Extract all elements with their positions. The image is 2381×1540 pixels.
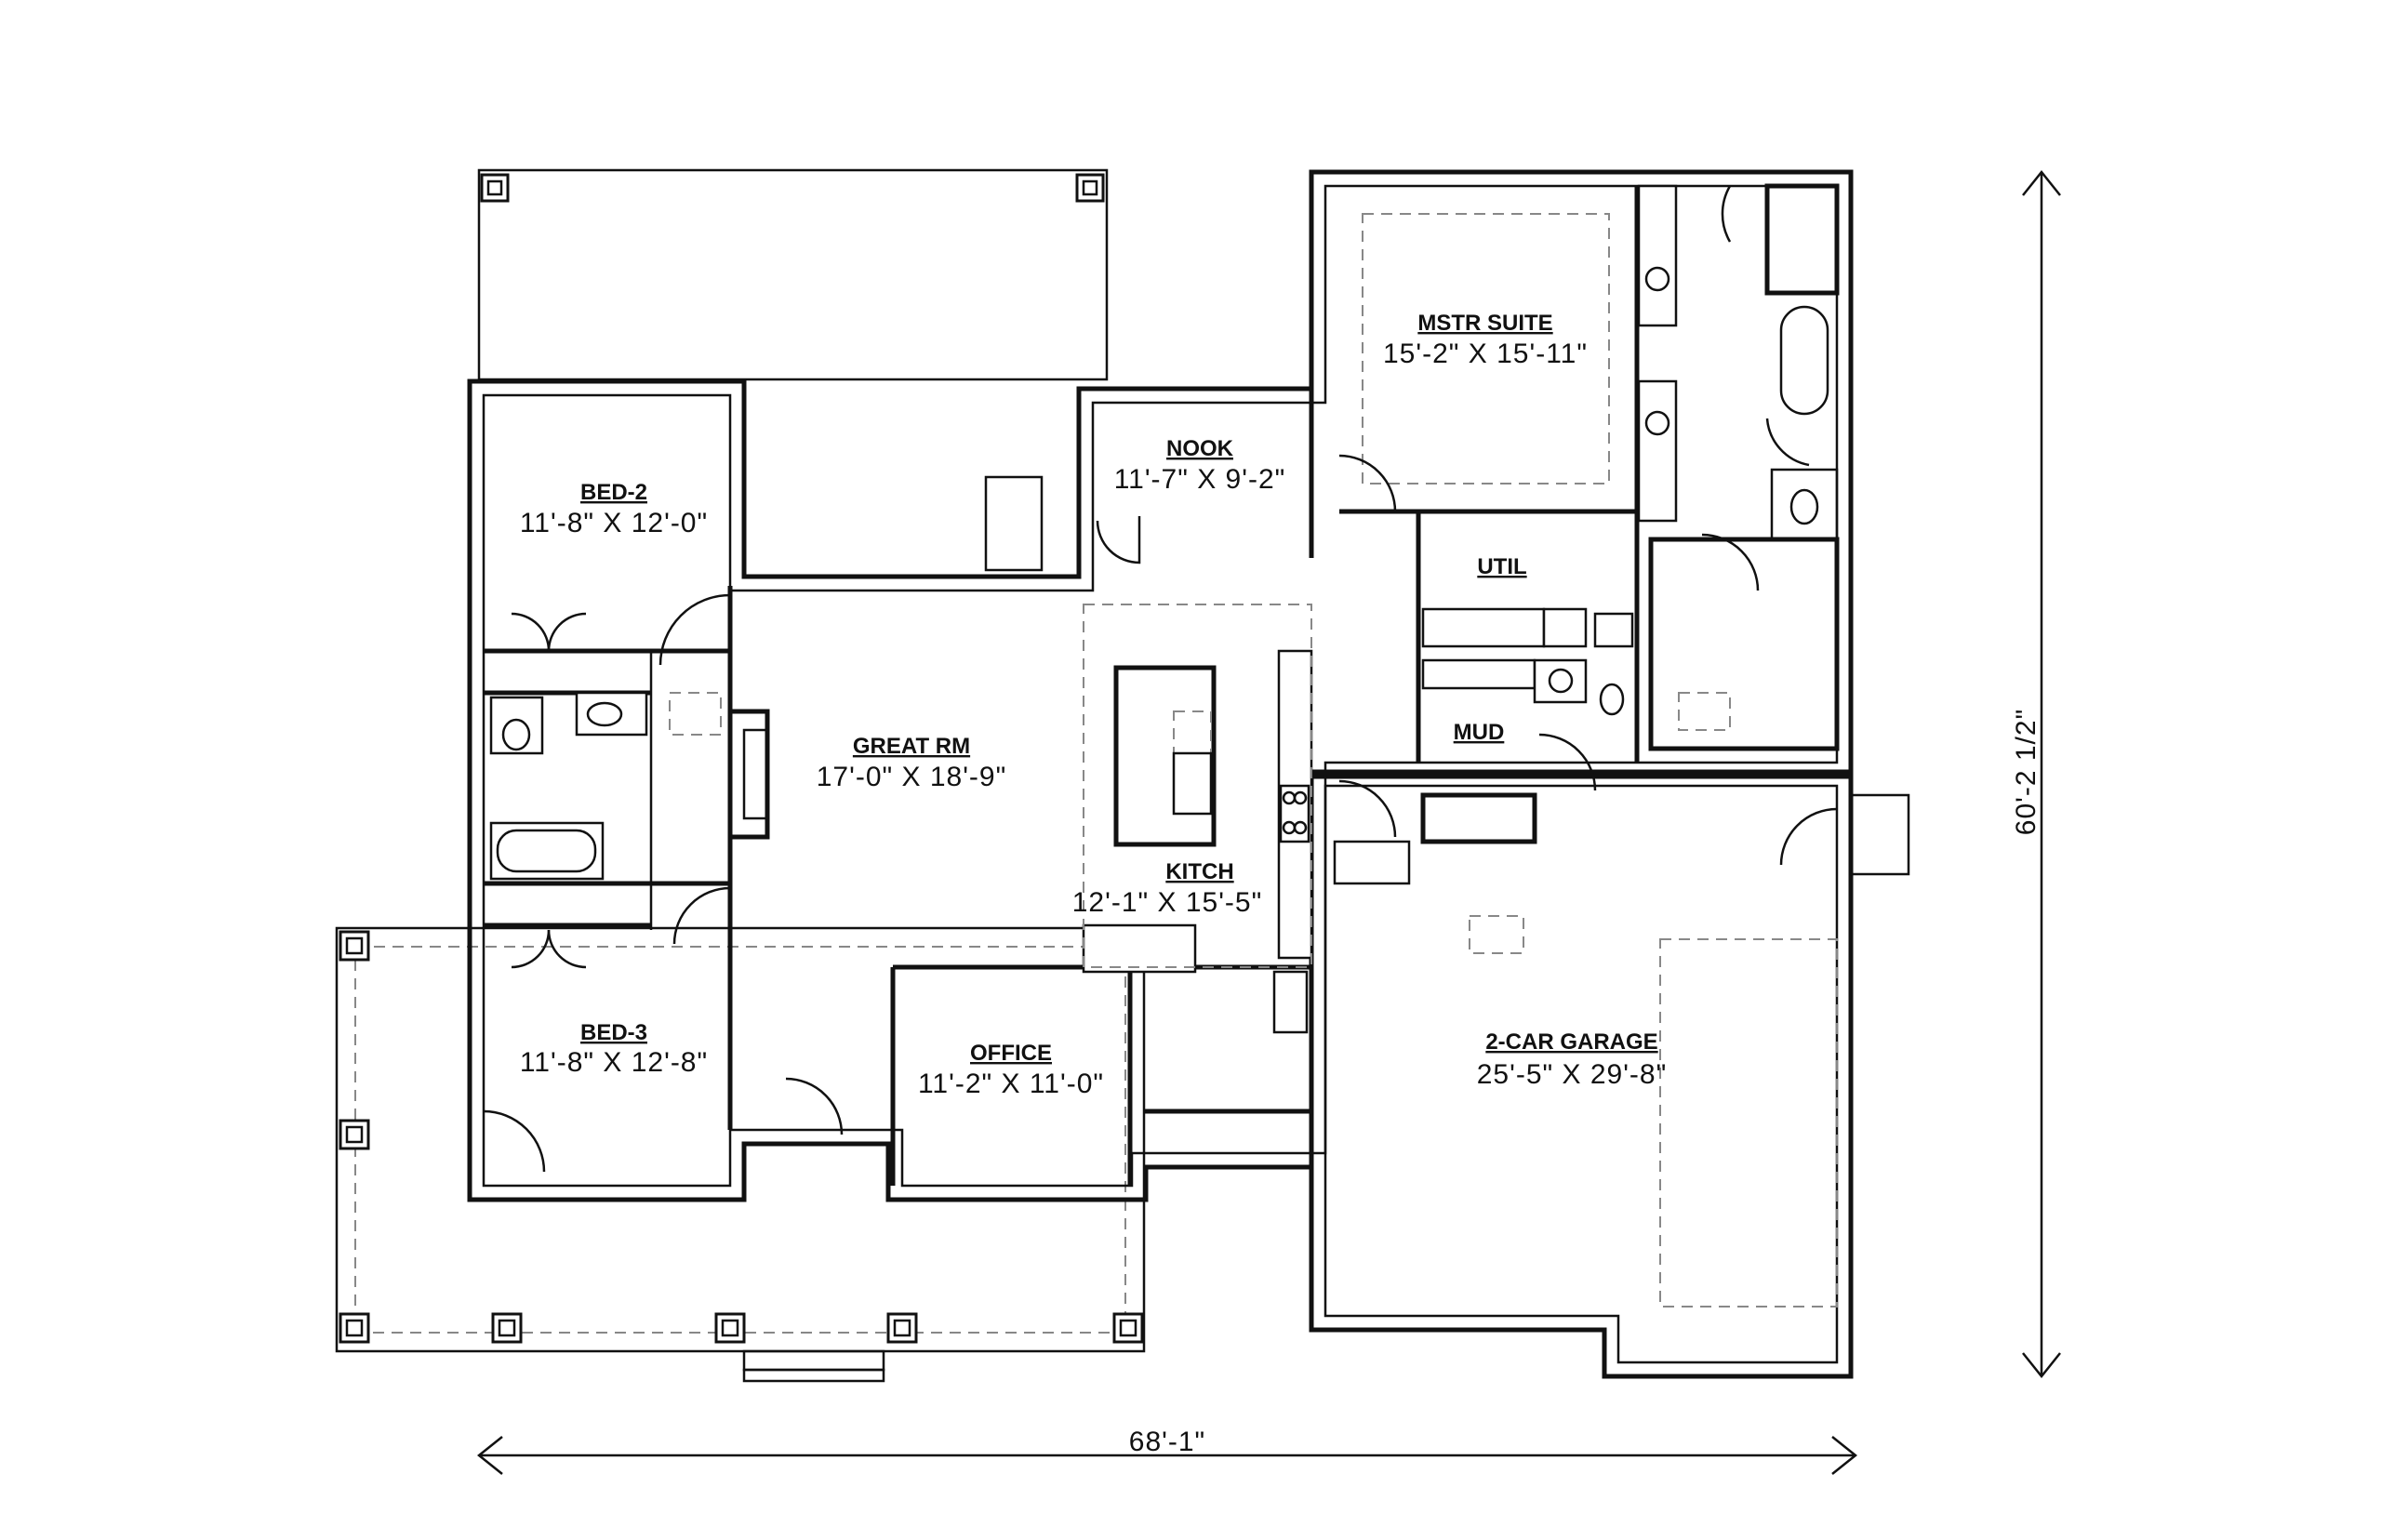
bath-fixtures <box>489 691 722 881</box>
mstr-suite-size: 15'-2" X 15'-11" <box>1383 339 1588 369</box>
front-porch <box>335 926 1146 1383</box>
nook-size: 11'-7" X 9'-2" <box>1114 464 1286 495</box>
mud-name: MUD <box>1454 720 1505 745</box>
great-room-name: GREAT RM <box>853 734 970 759</box>
great-room-size: 17'-0" X 18'-9" <box>817 762 1007 792</box>
room-labels: BED-2 11'-8" X 12'-0" BED-3 11'-8" X 12'… <box>520 311 1668 1099</box>
kitch-name: KITCH <box>1165 859 1233 884</box>
util-name: UTIL <box>1477 554 1526 579</box>
bed2-size: 11'-8" X 12'-0" <box>520 508 708 538</box>
width-dimension: 68'-1" <box>476 1427 1858 1475</box>
bed3-name: BED-3 <box>580 1020 647 1045</box>
depth-dimension: 60'-2 1/2" <box>2011 169 2061 1379</box>
office-name: OFFICE <box>970 1041 1052 1066</box>
rear-patio <box>477 168 1109 381</box>
door-swings <box>483 185 1810 1173</box>
width-dimension-text: 68'-1" <box>1129 1427 1205 1457</box>
bed2-name: BED-2 <box>580 480 647 505</box>
kitchen-fixtures <box>1083 604 1312 1034</box>
garage-size: 25'-5" X 29'-8" <box>1477 1059 1668 1090</box>
kitch-size: 12'-1" X 15'-5" <box>1072 887 1263 918</box>
bed3-size: 11'-8" X 12'-8" <box>520 1047 708 1078</box>
mstr-suite-name: MSTR SUITE <box>1417 311 1552 336</box>
depth-dimension-text: 60'-2 1/2" <box>2011 709 2042 835</box>
garage-walls <box>1309 769 1910 1379</box>
nook-name: NOOK <box>1166 436 1234 461</box>
office-size: 11'-2" X 11'-0" <box>918 1069 1104 1099</box>
garage-name: 2-CAR GARAGE <box>1485 1029 1657 1055</box>
